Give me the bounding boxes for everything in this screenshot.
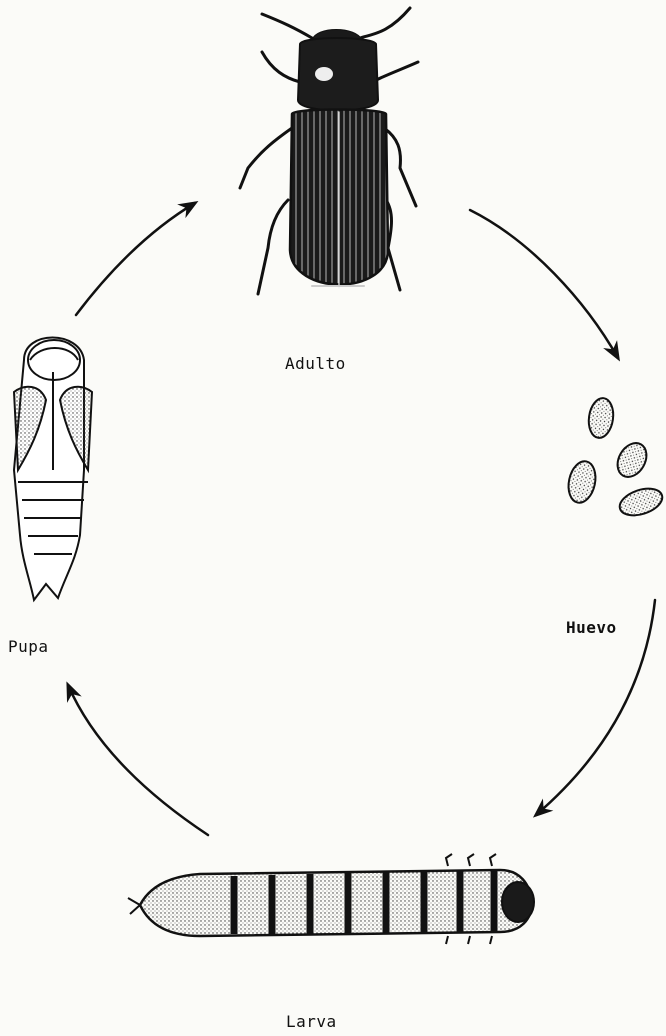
label-adulto: Adulto [285,354,346,373]
label-pupa: Pupa [8,637,49,656]
label-huevo: Huevo [566,618,617,637]
label-larva: Larva [286,1012,337,1031]
pupa-illustration [14,338,92,601]
arrow-larva-to-pupa [68,685,208,835]
eggs-illustration [565,397,666,521]
cycle-arrows [68,203,655,835]
arrow-pupa-to-adult [76,203,195,315]
larva-illustration [128,854,534,944]
adult-beetle-illustration [240,8,418,294]
arrow-adult-to-egg [470,210,618,358]
